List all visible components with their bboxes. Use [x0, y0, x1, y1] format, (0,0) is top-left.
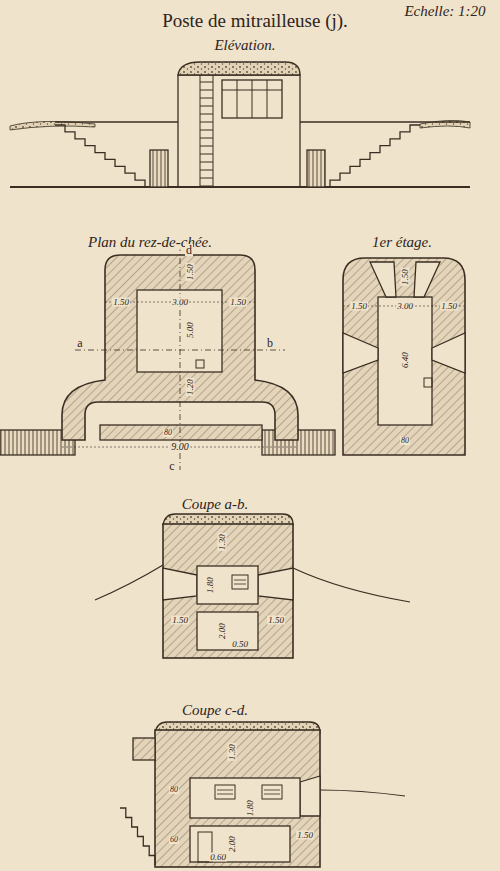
- dimension: 1.50: [171, 616, 189, 625]
- embrasure: [300, 776, 320, 816]
- wing-outline: [300, 121, 470, 122]
- tower: [178, 75, 300, 187]
- lower-room: [190, 826, 290, 862]
- earth-slope: [95, 565, 163, 600]
- parapet: [133, 738, 155, 760]
- view-title: Elévation.: [213, 38, 276, 53]
- ladder: [200, 75, 213, 187]
- gun-slot: [232, 575, 248, 589]
- section-c-d: [120, 722, 405, 867]
- plan-walls: [62, 255, 298, 440]
- dimension: 1.30: [228, 743, 237, 761]
- dimension: 0.60: [209, 853, 227, 862]
- earth-slope: [293, 568, 410, 602]
- embrasure: [432, 333, 465, 373]
- view-title: Coupe c-d.: [181, 703, 249, 718]
- section-mark: d: [185, 244, 193, 256]
- dimension: 2.00: [218, 622, 227, 640]
- ground-floor-plan: [0, 245, 335, 470]
- drawing-title: Poste de mitrailleuse (j).: [161, 11, 349, 30]
- window-frame: [222, 80, 282, 118]
- dimension: 1.50: [296, 831, 314, 840]
- upper-room: [197, 566, 258, 604]
- embrasure: [258, 568, 293, 600]
- dimension: 6.40: [401, 351, 410, 369]
- dimension: 9.00: [170, 442, 190, 452]
- embrasure: [163, 568, 197, 600]
- view-title: Coupe a-b.: [181, 497, 250, 512]
- roof-cover: [178, 62, 300, 75]
- dimension: 2.00: [228, 835, 237, 853]
- earth-slope: [320, 790, 405, 796]
- fixture: [196, 360, 204, 368]
- dimension: 1.80: [206, 576, 215, 594]
- stair: [120, 808, 155, 865]
- gun-slot-lines: [217, 790, 280, 794]
- dimension: 1.50: [401, 268, 410, 286]
- first-floor-plan: [343, 258, 465, 455]
- view-title: Plan du rez-de-chée.: [87, 235, 213, 250]
- section-mark: b: [266, 337, 274, 349]
- blast-wall: [100, 425, 262, 440]
- door: [150, 150, 168, 187]
- section-a-b: [95, 514, 410, 658]
- embrasure: [343, 333, 378, 373]
- wing-outline: [55, 121, 178, 122]
- upper-room: [190, 778, 300, 818]
- dimension: 1.30: [218, 533, 227, 551]
- stair: [330, 125, 420, 187]
- stair: [55, 125, 145, 187]
- dimension: 5.00: [186, 321, 195, 339]
- dimension: 60: [169, 836, 179, 844]
- dimension: 3.00: [171, 298, 189, 307]
- dimension: 1.50: [229, 298, 247, 307]
- window-bars: [222, 80, 282, 118]
- dimension: 1.50: [350, 302, 368, 311]
- view-title: 1er étage.: [371, 235, 433, 250]
- embrasure: [414, 262, 440, 297]
- room: [378, 297, 432, 425]
- fixture: [424, 378, 432, 387]
- section-walls: [155, 730, 320, 867]
- dimension: 0.50: [231, 640, 249, 649]
- floor-walls: [343, 258, 465, 455]
- dimension: 1.50: [112, 298, 130, 307]
- section-mark: a: [76, 337, 83, 349]
- scale-note: Echelle: 1:20: [403, 4, 486, 19]
- dimension: 80: [400, 437, 410, 445]
- dimension: 80: [169, 786, 179, 794]
- dimension: 3.00: [396, 302, 414, 311]
- lower-room: [197, 612, 258, 650]
- earth-mound: [10, 121, 95, 130]
- gun-slot-lines: [234, 580, 246, 584]
- elevation-view: [10, 62, 470, 187]
- technical-drawing: [0, 62, 470, 867]
- embrasure: [370, 262, 396, 297]
- dimension: 80: [163, 429, 173, 437]
- door: [307, 150, 325, 187]
- dimension: 1.50: [440, 302, 458, 311]
- dimension: 1.50: [186, 263, 195, 281]
- section-mark: c: [168, 460, 175, 472]
- gun-slot: [215, 785, 235, 799]
- dimension: 1.20: [186, 378, 195, 396]
- dimension: 1.80: [246, 799, 255, 817]
- gun-slot: [262, 785, 282, 799]
- dimension: 1.50: [267, 616, 285, 625]
- section-line: [180, 245, 181, 470]
- section-walls: [163, 524, 293, 658]
